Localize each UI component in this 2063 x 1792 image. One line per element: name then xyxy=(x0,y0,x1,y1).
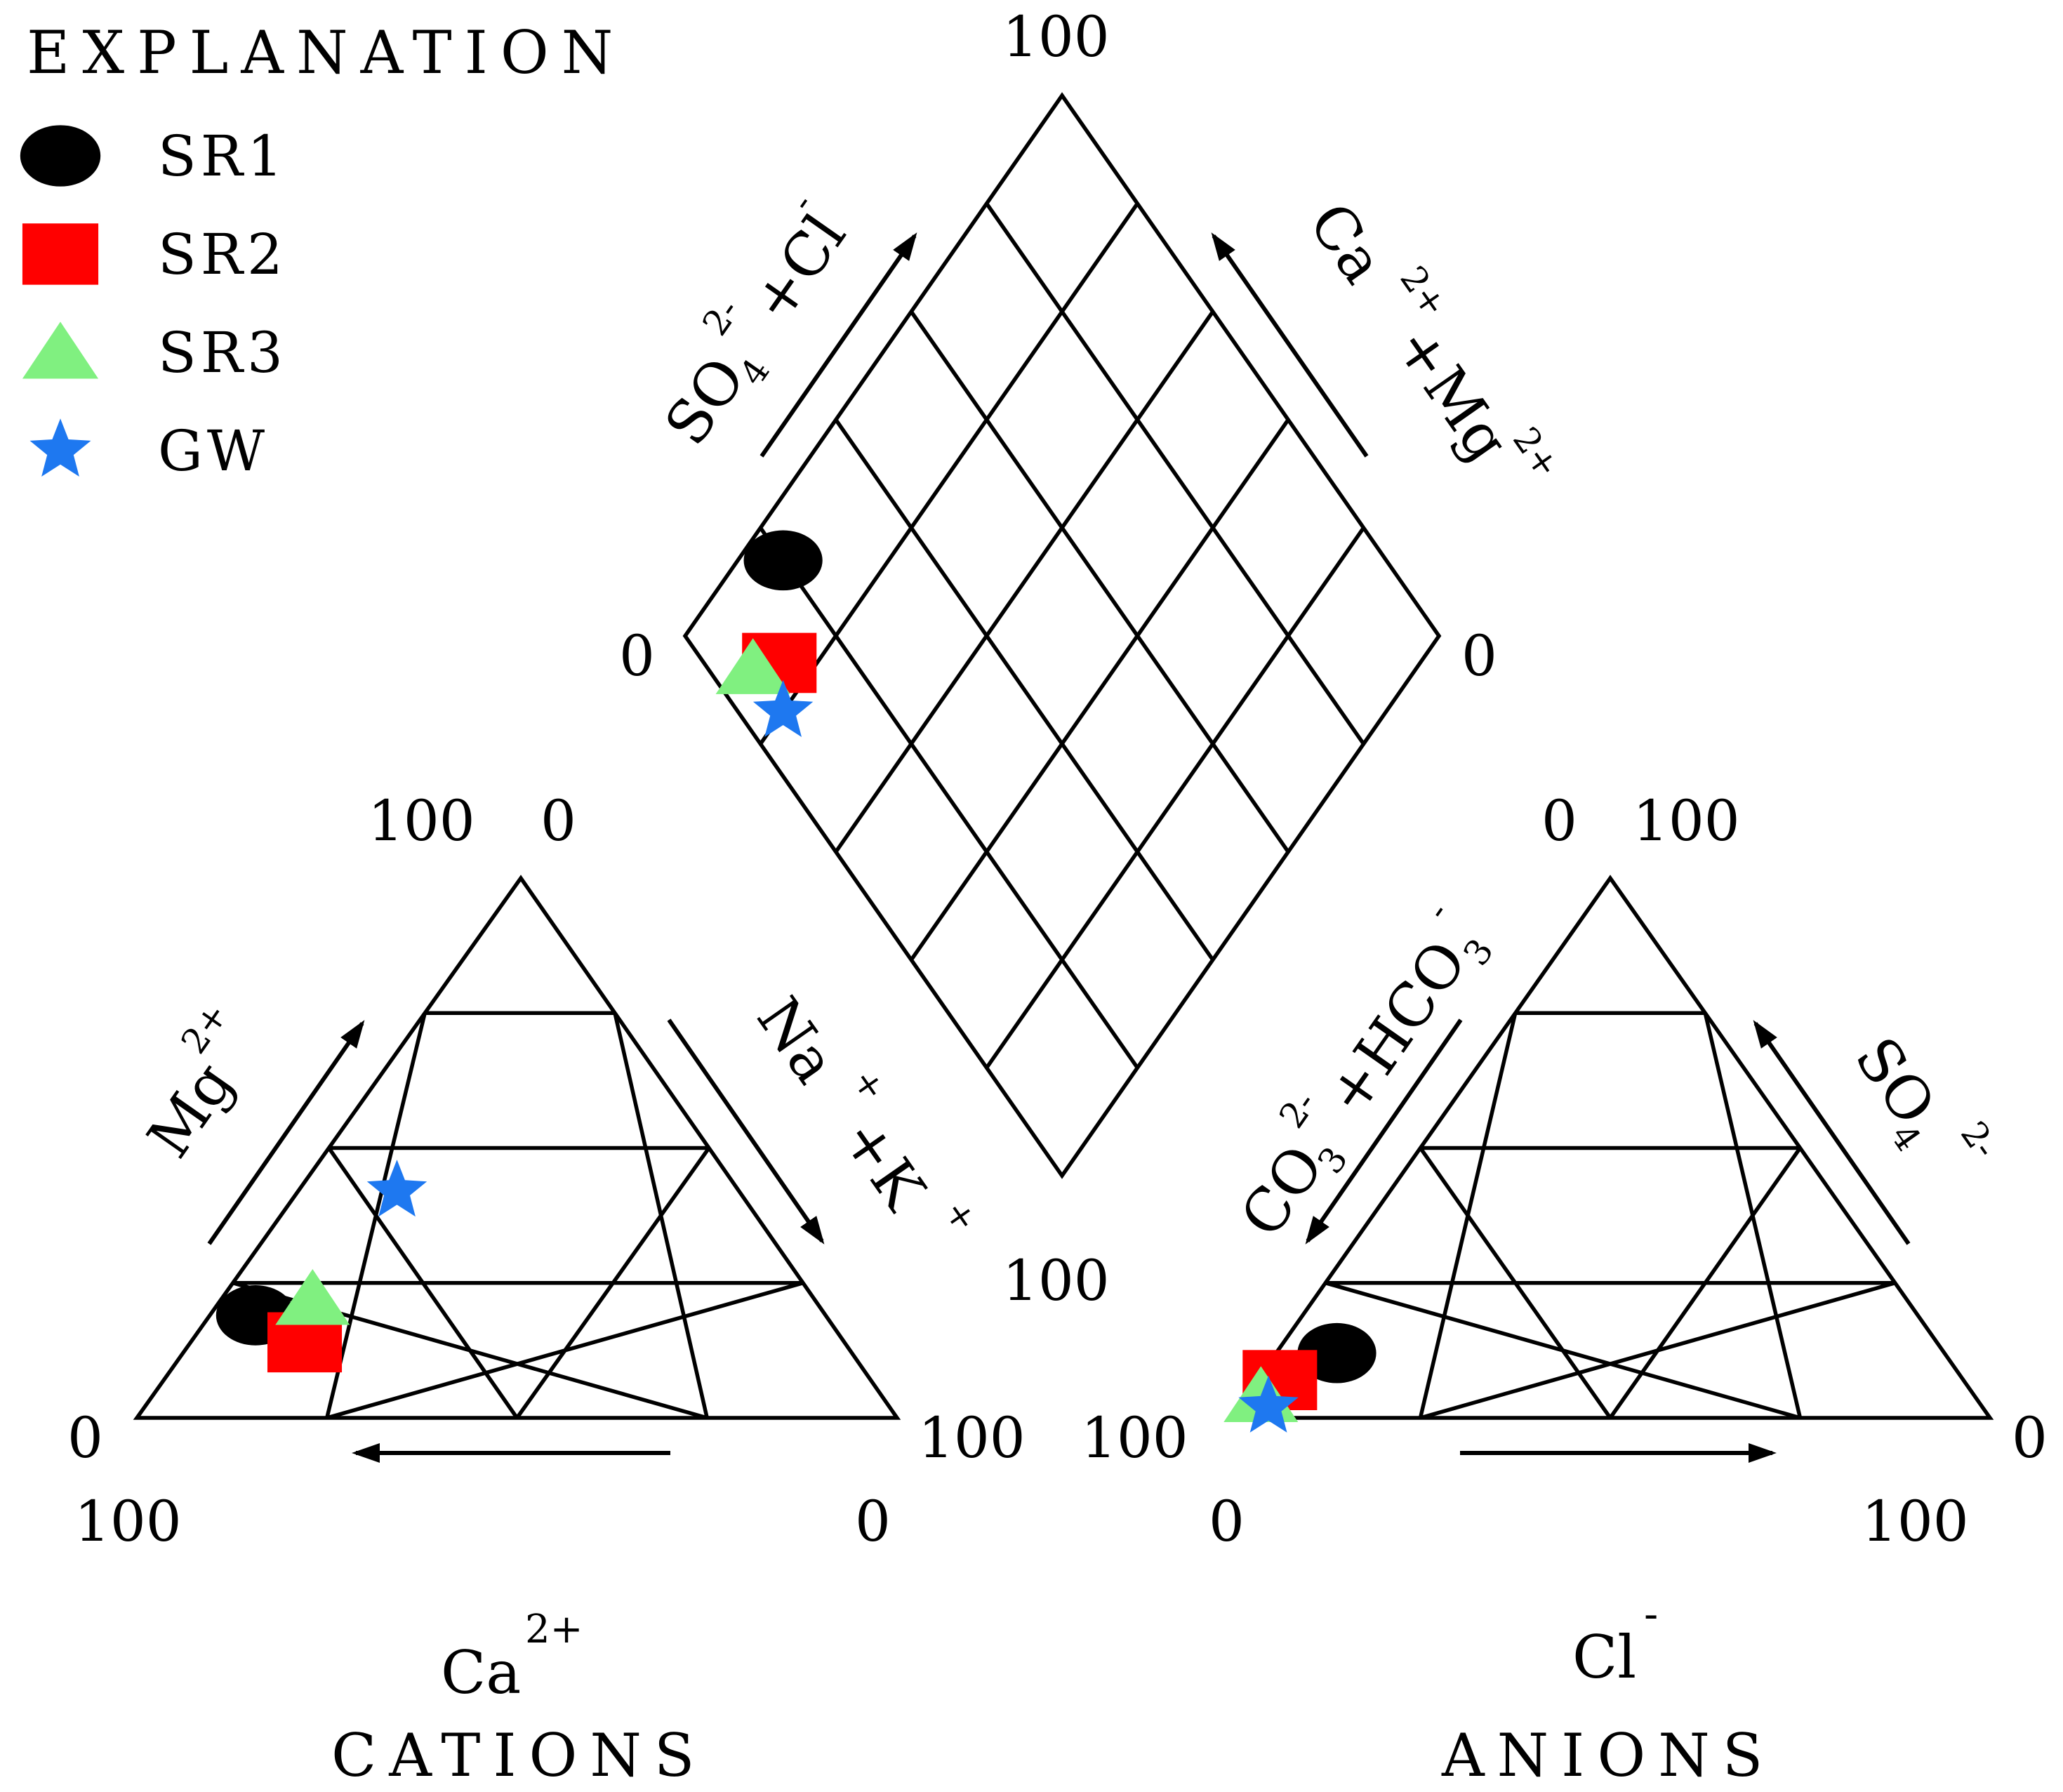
anion-so4-sup: 2- xyxy=(1953,1114,2005,1165)
diamond-grid-b-2 xyxy=(834,310,1215,854)
diamond-point-sr3 xyxy=(715,638,790,694)
cation-k-label: +K xyxy=(828,1106,939,1223)
anion-tick-top-left: 0 xyxy=(1541,788,1577,854)
diamond-so4-sup: 2- xyxy=(695,291,748,343)
anion-hco3-sup: - xyxy=(1417,894,1457,927)
diamond-ca-label: Ca xyxy=(1296,190,1398,296)
anion-grid-right-3 xyxy=(1703,1012,1803,1419)
diamond-camg-arrow xyxy=(1211,232,1369,458)
legend-marker-sr1 xyxy=(20,125,101,187)
cation-grid-right-3 xyxy=(613,1012,709,1419)
anion-tick-right-corner-below: 100 xyxy=(1862,1489,1969,1554)
diamond-cl-label: +Cl xyxy=(738,202,859,335)
anion-ticks: 0 100 100 0 0 100 xyxy=(1081,788,2048,1554)
cation-tick-right-corner-below: 0 xyxy=(855,1489,891,1554)
anion-tick-left-corner: 100 xyxy=(1081,1405,1188,1471)
cation-ca-label: Ca xyxy=(441,1638,521,1707)
anion-so4-arrow xyxy=(1753,1020,1911,1245)
anion-tick-top-right: 100 xyxy=(1633,788,1740,854)
cation-na-arrow xyxy=(667,1018,825,1245)
grid-layer xyxy=(133,92,1994,1420)
diamond-right-label: Ca 2+ +Mg 2+ xyxy=(1296,190,1568,485)
cation-k-sup: + xyxy=(936,1192,986,1240)
legend-marker-gw xyxy=(29,418,91,477)
cation-tick-left-corner: 0 xyxy=(67,1405,103,1471)
axis-arrows xyxy=(207,232,1911,1463)
anion-point-sr1 xyxy=(1297,1322,1377,1383)
cation-tick-left-corner-below: 100 xyxy=(74,1489,182,1554)
legend-label-gw: GW xyxy=(158,418,269,484)
diamond-grid-a-2 xyxy=(834,418,1215,961)
diamond-mg-label: +Mg xyxy=(1381,314,1523,474)
diamond-grid-b-1 xyxy=(759,202,1139,745)
legend-label-sr2: SR2 xyxy=(158,222,287,287)
cation-mg-sup: 2+ xyxy=(173,995,237,1061)
legend-label-sr1: SR1 xyxy=(158,124,287,189)
anion-grid-left-2 xyxy=(1419,1146,1612,1419)
cation-ticks: 100 0 0 100 100 0 xyxy=(67,788,1026,1554)
diamond-grid-a-1 xyxy=(759,526,1139,1069)
cation-bottom-label: Ca 2+ xyxy=(441,1607,583,1707)
diamond-tick-bottom: 100 xyxy=(1002,1248,1110,1313)
diamond-point-gw xyxy=(752,679,814,737)
cation-na-sup: + xyxy=(844,1061,895,1109)
diamond-ca-sup: 2+ xyxy=(1392,259,1455,325)
anion-co3-arrow xyxy=(1305,1018,1463,1245)
diamond-frame xyxy=(682,92,1442,1179)
diamond-tick-right: 0 xyxy=(1461,623,1497,689)
diamond-grid-b-4 xyxy=(985,526,1365,1069)
cation-ca-sup: 2+ xyxy=(525,1607,583,1652)
cation-point-sr3 xyxy=(275,1268,350,1325)
cation-grid-left-2 xyxy=(327,1146,519,1419)
diamond-point-sr1 xyxy=(743,530,823,591)
cation-na-label: Na xyxy=(744,985,850,1095)
diamond-grid-a-3 xyxy=(909,310,1290,854)
cation-mg-arrow xyxy=(207,1020,365,1245)
diamond-grid-b-3 xyxy=(909,418,1290,961)
anion-left-label: CO 3 2- +HCO 3 - xyxy=(1227,894,1501,1249)
legend-label-sr3: SR3 xyxy=(158,320,287,385)
cation-left-label: Mg 2+ xyxy=(134,995,246,1170)
anion-co3-sup: 2- xyxy=(1271,1084,1324,1135)
cation-title: CATIONS xyxy=(331,1721,707,1790)
cation-mg-label: Mg xyxy=(134,1050,246,1170)
anion-title: ANIONS xyxy=(1441,1721,1775,1790)
legend-marker-sr3 xyxy=(22,321,99,379)
marker-layer xyxy=(215,530,1377,1433)
diamond-tick-left: 0 xyxy=(619,623,655,689)
diamond-grid-a-4 xyxy=(985,202,1365,745)
diamond-so4cl-arrow xyxy=(759,232,917,458)
legend-title: EXPLANATION xyxy=(27,18,625,87)
anion-bottom-label: Cl - xyxy=(1572,1590,1658,1692)
cation-point-gw xyxy=(366,1160,427,1217)
cation-tick-top-left: 100 xyxy=(368,788,475,854)
diamond-tick-top: 100 xyxy=(1002,4,1110,69)
cation-tick-right-corner: 100 xyxy=(918,1405,1026,1471)
anion-cl-label: Cl xyxy=(1572,1623,1636,1692)
diamond-ticks: 100 0 0 100 xyxy=(619,4,1497,1313)
legend-marker-sr2 xyxy=(22,223,99,285)
cation-tick-top-right: 0 xyxy=(540,788,576,854)
anion-tick-right-corner: 0 xyxy=(2012,1405,2048,1471)
anion-so4-label: SO xyxy=(1842,1025,1949,1137)
anion-grid-left-3 xyxy=(1325,1281,1801,1420)
anion-point-gw xyxy=(1238,1375,1299,1433)
anion-tick-left-corner-below: 0 xyxy=(1209,1489,1245,1554)
anion-cl-sup: - xyxy=(1644,1590,1658,1639)
